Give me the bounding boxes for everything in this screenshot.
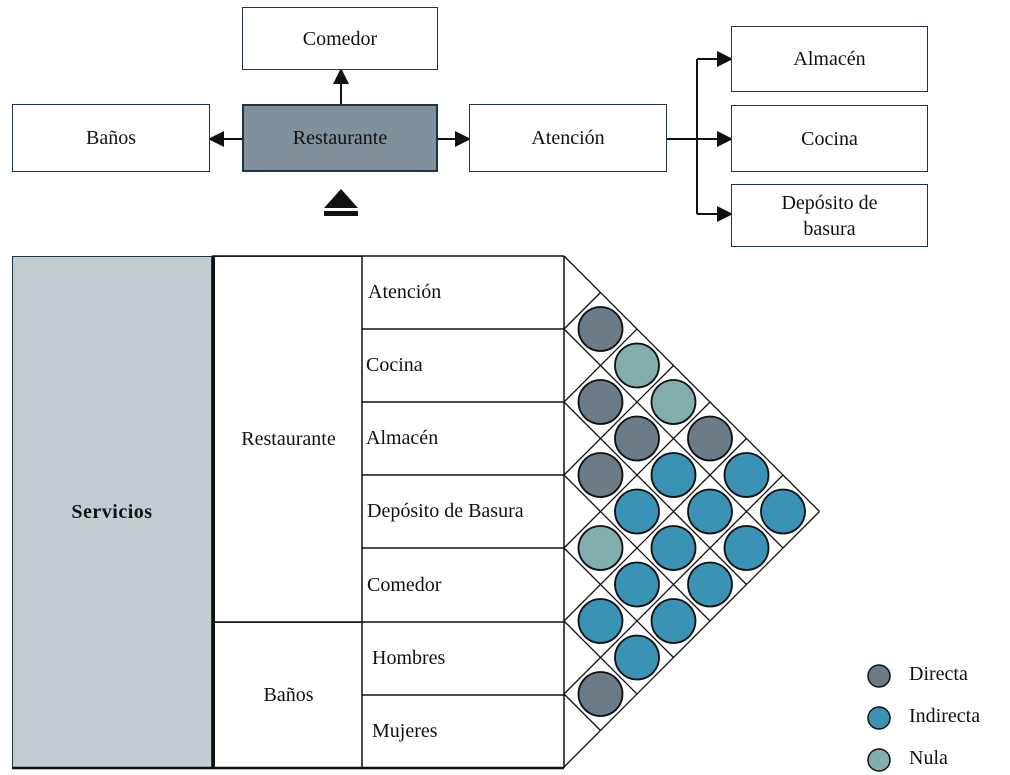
relation-circle-indirecta [687,561,733,608]
relation-circle-indirecta [650,452,697,498]
services-cell: Servicios [12,256,212,768]
row-label-text: Depósito de Basura [367,500,524,522]
cocina-box: Cocina [731,105,928,172]
relation-circle-nula [577,525,624,571]
relation-circle-indirecta [687,488,733,535]
legend-label-nula: Nula [909,747,948,769]
relation-circle-directa [577,306,624,352]
relation-circle-indirecta [614,634,660,681]
row-label-4: Depósito de Basura [362,475,564,548]
relation-circle-indirecta [723,452,770,498]
legend-label-indirecta: Indirecta [909,705,981,727]
relation-circle-directa [577,671,624,717]
services-label: Servicios [71,500,153,523]
row-label-text: Cocina [366,354,423,376]
group-restaurante-label: Restaurante [241,428,336,450]
row-label-7: Mujeres [362,695,564,768]
row-label-text: Hombres [372,647,446,669]
relation-circle-indirecta [577,598,624,644]
relation-circle-indirecta [650,598,697,644]
row-label-2: Cocina [362,329,564,402]
flow-connectors [208,51,733,222]
row-label-5: Comedor [362,548,564,622]
row-label-6: Hombres [362,622,564,695]
comedor-box: Comedor [242,7,438,70]
relation-circle-indirecta [614,488,660,535]
relation-circle-directa [577,379,624,425]
restaurante-box: Restaurante [242,104,438,172]
row-label-text: Atención [368,281,442,303]
almacen-box: Almacén [731,26,928,92]
relation-circle-indirecta [760,488,806,535]
relation-circle-indirecta [723,525,770,571]
relation-circle-nula [650,379,697,425]
deposito-box: Depósito de basura [731,184,928,247]
relation-circle-directa [614,415,660,462]
relation-circle-indirecta [650,525,697,571]
group-banos-label: Baños [263,684,314,706]
relation-circle-directa [577,452,624,498]
atencion-box: Atención [469,104,667,172]
row-label-text: Mujeres [372,720,438,742]
eject-icon [324,189,358,216]
legend-label-directa: Directa [909,663,968,685]
row-label-1: Atención [362,256,564,329]
relation-circle-indirecta [614,561,660,608]
row-label-3: Almacén [362,402,564,475]
relation-circle-directa [687,415,733,462]
banos-box: Baños [12,104,210,172]
relation-circle-nula [614,342,660,389]
row-label-text: Almacén [366,427,439,449]
row-label-text: Comedor [367,573,442,596]
